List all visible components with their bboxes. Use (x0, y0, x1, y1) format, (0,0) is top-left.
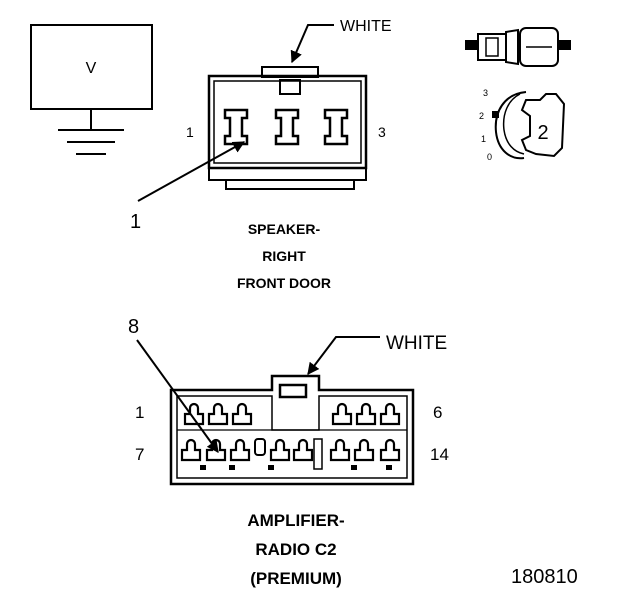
amp-terminal-7 (180, 438, 202, 462)
amp-terminal-4 (331, 402, 353, 426)
speaker-callout-number: 1 (130, 211, 141, 233)
connector-plug-icon (465, 27, 571, 67)
amplifier-pin-bottom-left: 7 (135, 445, 144, 464)
amplifier-pin-top-left: 1 (135, 403, 144, 422)
speaker-callout-leader (137, 141, 246, 202)
amplifier-caption-line-2: RADIO C2 (255, 540, 336, 559)
position-scale-1: 1 (481, 134, 486, 144)
amplifier-connector (169, 374, 415, 486)
speaker-pin-right: 3 (378, 124, 386, 140)
amplifier-pin-top-right: 6 (433, 403, 442, 422)
speaker-terminal-3 (323, 108, 349, 146)
amp-terminal-13 (353, 438, 375, 462)
speaker-pin-left: 1 (186, 124, 194, 140)
amp-terminal-6 (379, 402, 401, 426)
speaker-connector (207, 66, 368, 190)
amplifier-color-label: WHITE (386, 333, 447, 354)
speaker-color-label: WHITE (340, 18, 392, 35)
amp-terminal-3 (231, 402, 253, 426)
amp-terminal-2 (207, 402, 229, 426)
figure-number: 180810 (511, 566, 578, 588)
position-scale-2: 2 (479, 111, 484, 121)
position-scale-0: 0 (487, 152, 492, 162)
position-indicator-icon: 2 (492, 91, 566, 160)
speaker-color-pointer (290, 24, 334, 64)
position-value: 2 (537, 122, 548, 144)
amp-terminal-9 (229, 438, 251, 462)
amp-terminal-14 (379, 438, 401, 462)
amplifier-callout-number: 8 (128, 316, 139, 338)
amp-terminal-1 (183, 402, 205, 426)
amplifier-caption-line-1: AMPLIFIER- (247, 511, 344, 530)
voltmeter-box: V (30, 24, 153, 110)
amplifier-pin-bottom-right: 14 (430, 445, 449, 464)
amp-terminal-11 (292, 438, 314, 462)
speaker-caption-line-3: FRONT DOOR (237, 275, 331, 291)
ground-icon (58, 109, 124, 155)
speaker-caption-line-1: SPEAKER- (248, 221, 321, 237)
amp-terminal-5 (355, 402, 377, 426)
speaker-terminal-2 (274, 108, 300, 146)
position-scale-3: 3 (483, 88, 488, 98)
speaker-terminal-1 (223, 108, 249, 146)
amplifier-caption-line-3: (PREMIUM) (250, 569, 342, 588)
amplifier-color-pointer (307, 336, 380, 375)
voltmeter-label: V (86, 60, 97, 77)
speaker-caption-line-2: RIGHT (262, 248, 306, 264)
amp-terminal-12 (329, 438, 351, 462)
amplifier-callout-leader (136, 339, 219, 453)
amp-terminal-10 (269, 438, 291, 462)
